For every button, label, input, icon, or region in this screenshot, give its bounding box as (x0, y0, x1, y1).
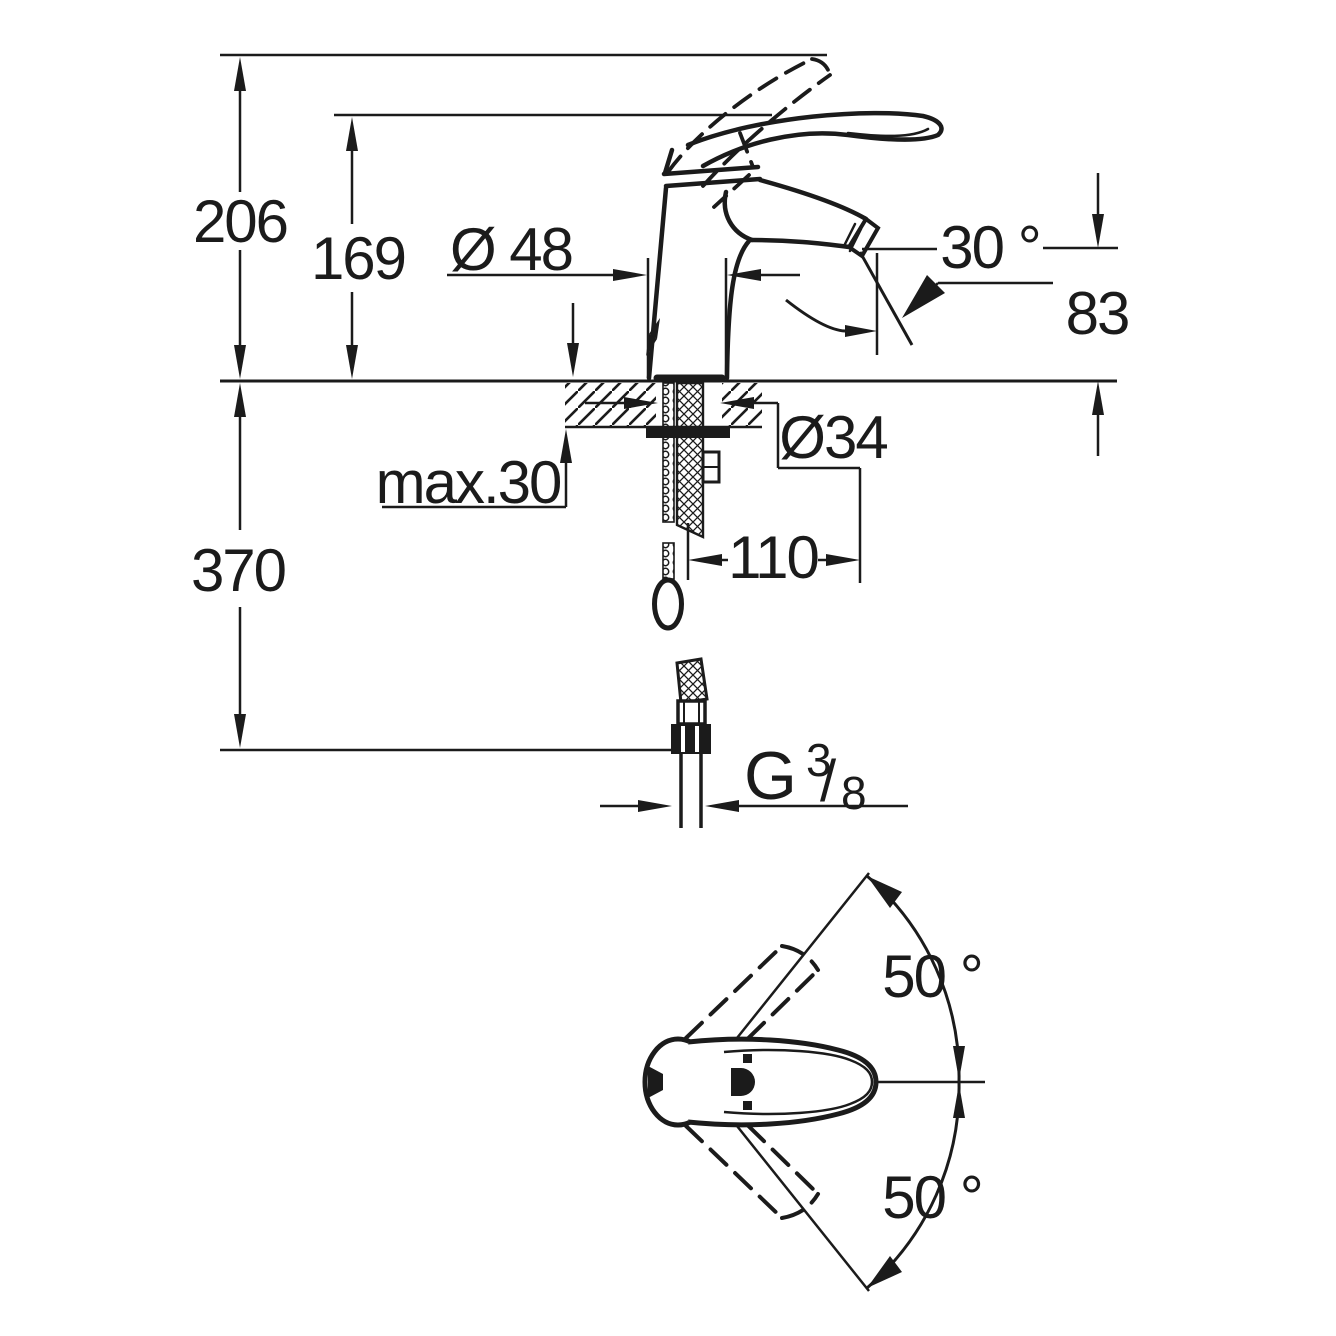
pull-rod-knob (652, 577, 684, 631)
handle-lever-outline (687, 1036, 879, 1128)
threaded-shank (675, 381, 705, 539)
hose-connector (676, 699, 707, 726)
dim-swivel-angle-down: 50 ° (882, 1164, 981, 1231)
dimension-lines (238, 91, 1118, 808)
handle-raised-dashed-outline (666, 57, 832, 209)
thread-size-label: G 3 / 8 (744, 734, 867, 819)
thread-size-g: G (744, 738, 797, 814)
handle-dome-notch (648, 1066, 663, 1098)
faucet-front-view-outline (646, 110, 944, 382)
supply-pipe (679, 754, 703, 828)
thread-size-denominator: 8 (841, 767, 867, 819)
dim-max-deck-thickness: max.30 (376, 449, 561, 516)
under-counter-assembly (646, 381, 730, 828)
flexible-hose-braid (675, 657, 709, 705)
dim-hole-diameter: Ø34 (779, 404, 887, 471)
connection-nut (671, 724, 711, 754)
mounting-flange (646, 427, 730, 438)
thread-size-numerator: 3 (806, 734, 832, 786)
pop-up-pull-rod (662, 382, 675, 523)
dim-total-height: 206 (193, 188, 287, 255)
dim-spout-height: 83 (1066, 280, 1129, 347)
thread-size-slash: / (820, 749, 837, 814)
swivel-arc (866, 874, 961, 1290)
dim-spout-angle: 30 ° (940, 214, 1039, 281)
dim-depth-below-deck: 370 (191, 537, 286, 604)
dim-base-diameter: Ø 48 (450, 216, 572, 283)
dimension-labels: 206 169 Ø 48 30 ° 83 max.30 Ø34 370 110 … (191, 188, 1130, 1231)
handle-top-view (642, 872, 985, 1292)
dimension-arrowheads (234, 57, 1104, 812)
dim-swivel-angle-up: 50 ° (882, 943, 981, 1010)
dim-hose-spacing: 110 (728, 524, 818, 591)
dim-handle-height: 169 (311, 225, 405, 292)
